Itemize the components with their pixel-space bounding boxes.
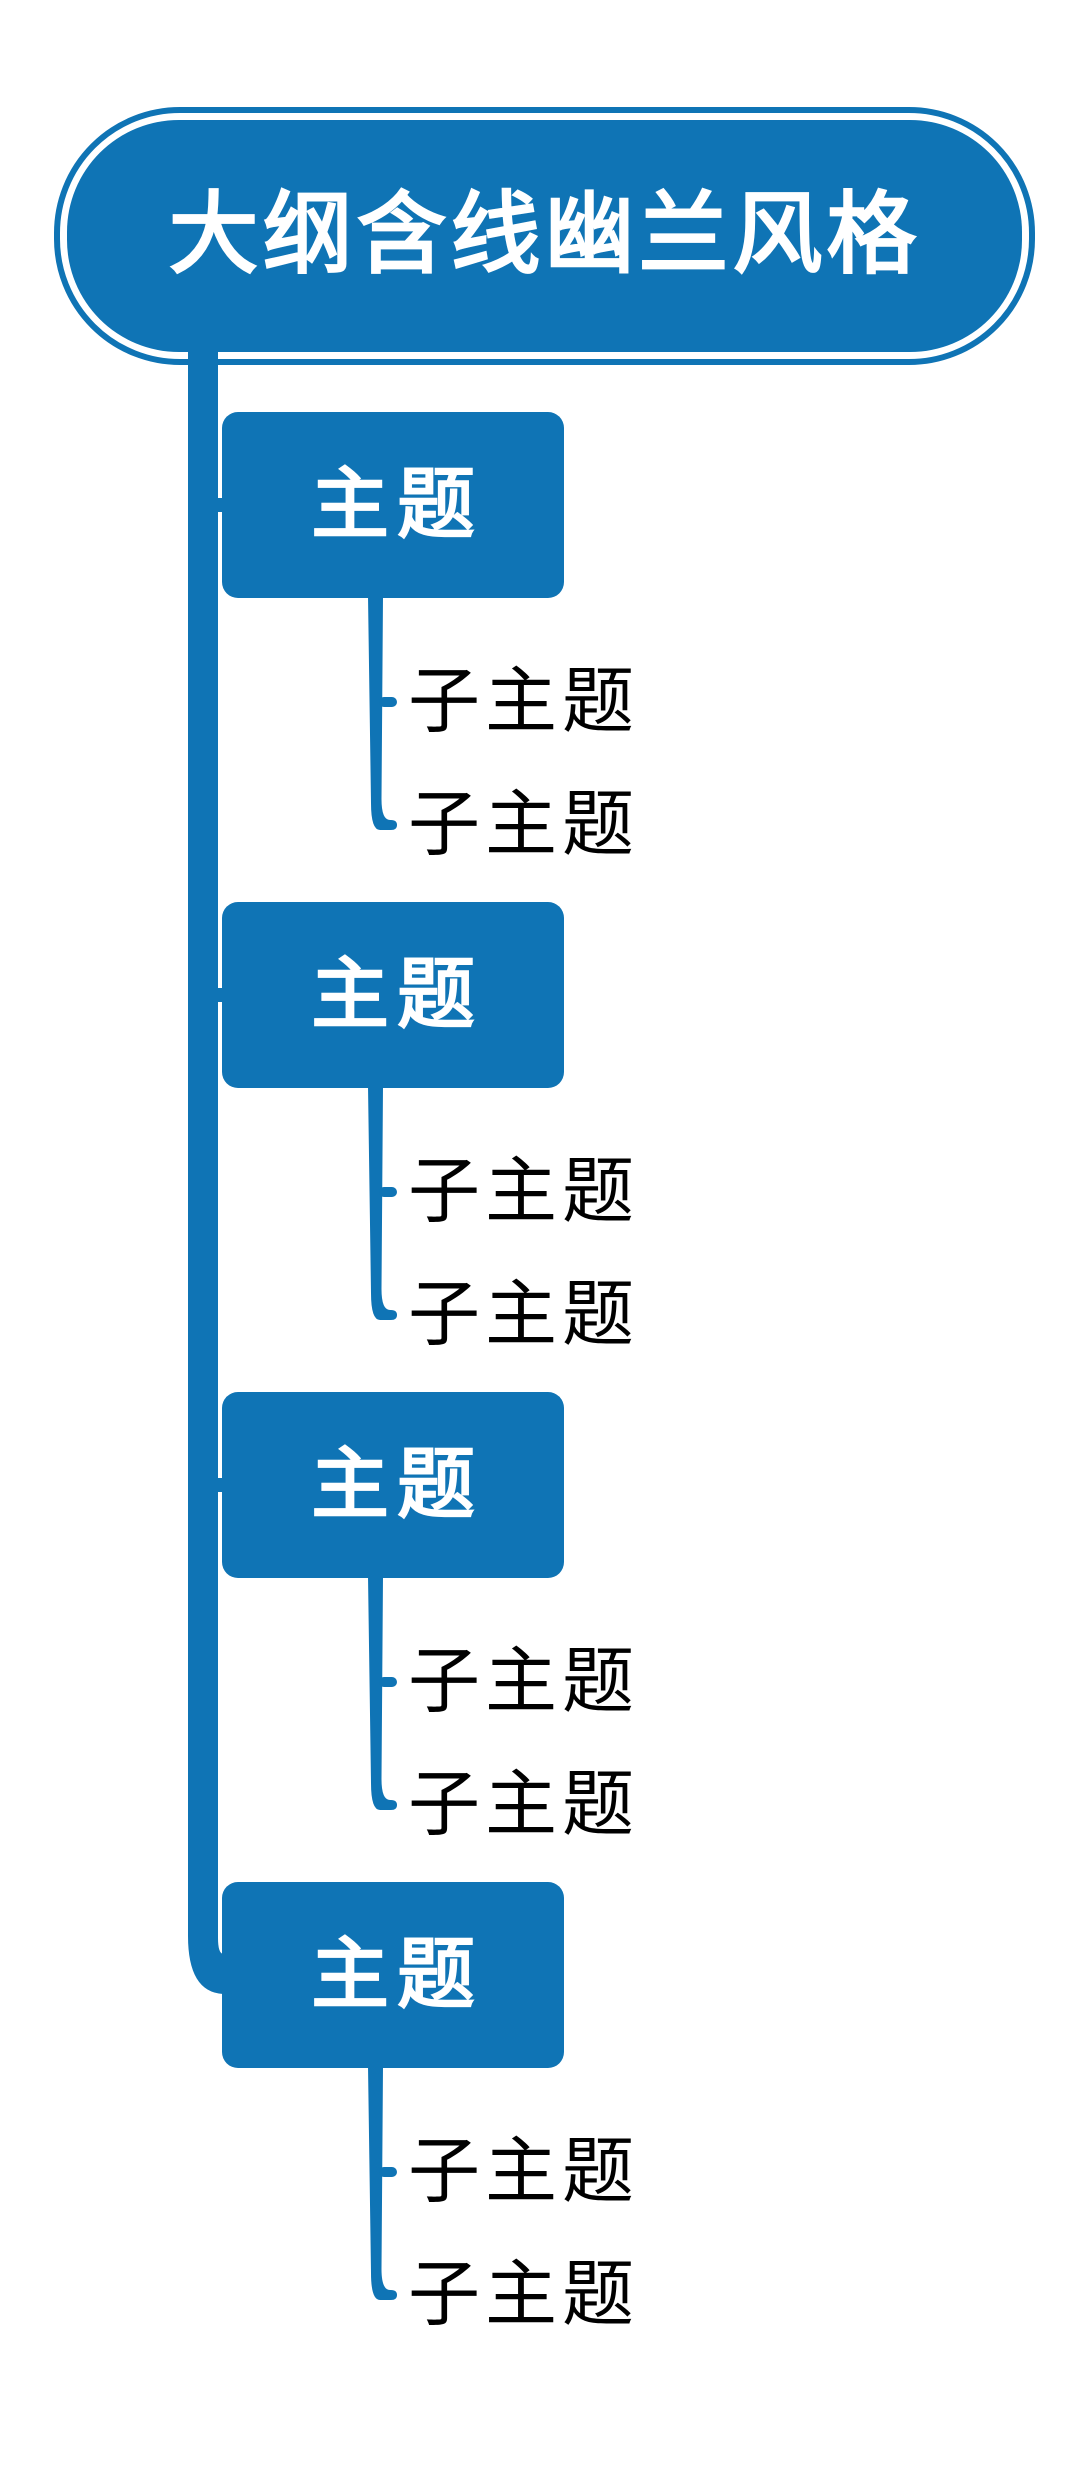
subtopic-3-2[interactable]: 子主题 [408,1765,640,1845]
subtopic-4-1[interactable]: 子主题 [408,2132,640,2212]
topic-node-4[interactable]: 主题 [222,1882,564,2068]
subtopic-1-2[interactable]: 子主题 [408,785,640,865]
tick-subtopic-3-1 [379,1677,397,1687]
topic-node-3[interactable]: 主题 [222,1392,564,1578]
stem-topic-1 [368,596,397,830]
subtopic-4-2[interactable]: 子主题 [408,2255,640,2335]
tick-subtopic-1-1 [379,697,397,707]
tick-subtopic-4-1 [379,2167,397,2177]
root-topic-title: 大纲含线幽兰风格 [168,186,921,285]
topic-label-2: 主题 [310,951,483,1038]
subtopic-2-2[interactable]: 子主题 [408,1275,640,1355]
topic-label-4: 主题 [310,1931,483,2018]
stem-topic-4 [368,2066,397,2300]
subtopic-2-1[interactable]: 子主题 [408,1152,640,1232]
root-topic-fill: 大纲含线幽兰风格 [67,120,1022,352]
topic-node-2[interactable]: 主题 [222,902,564,1088]
trunk-line [188,342,223,1994]
topic-node-1[interactable]: 主题 [222,412,564,598]
root-topic-node[interactable]: 大纲含线幽兰风格 [54,107,1035,365]
subtopic-3-1[interactable]: 子主题 [408,1642,640,1722]
tick-subtopic-2-1 [379,1187,397,1197]
topic-label-3: 主题 [310,1441,483,1528]
stem-topic-2 [368,1086,397,1320]
subtopic-1-1[interactable]: 子主题 [408,662,640,742]
stem-topic-3 [368,1576,397,1810]
topic-label-1: 主题 [310,461,483,548]
